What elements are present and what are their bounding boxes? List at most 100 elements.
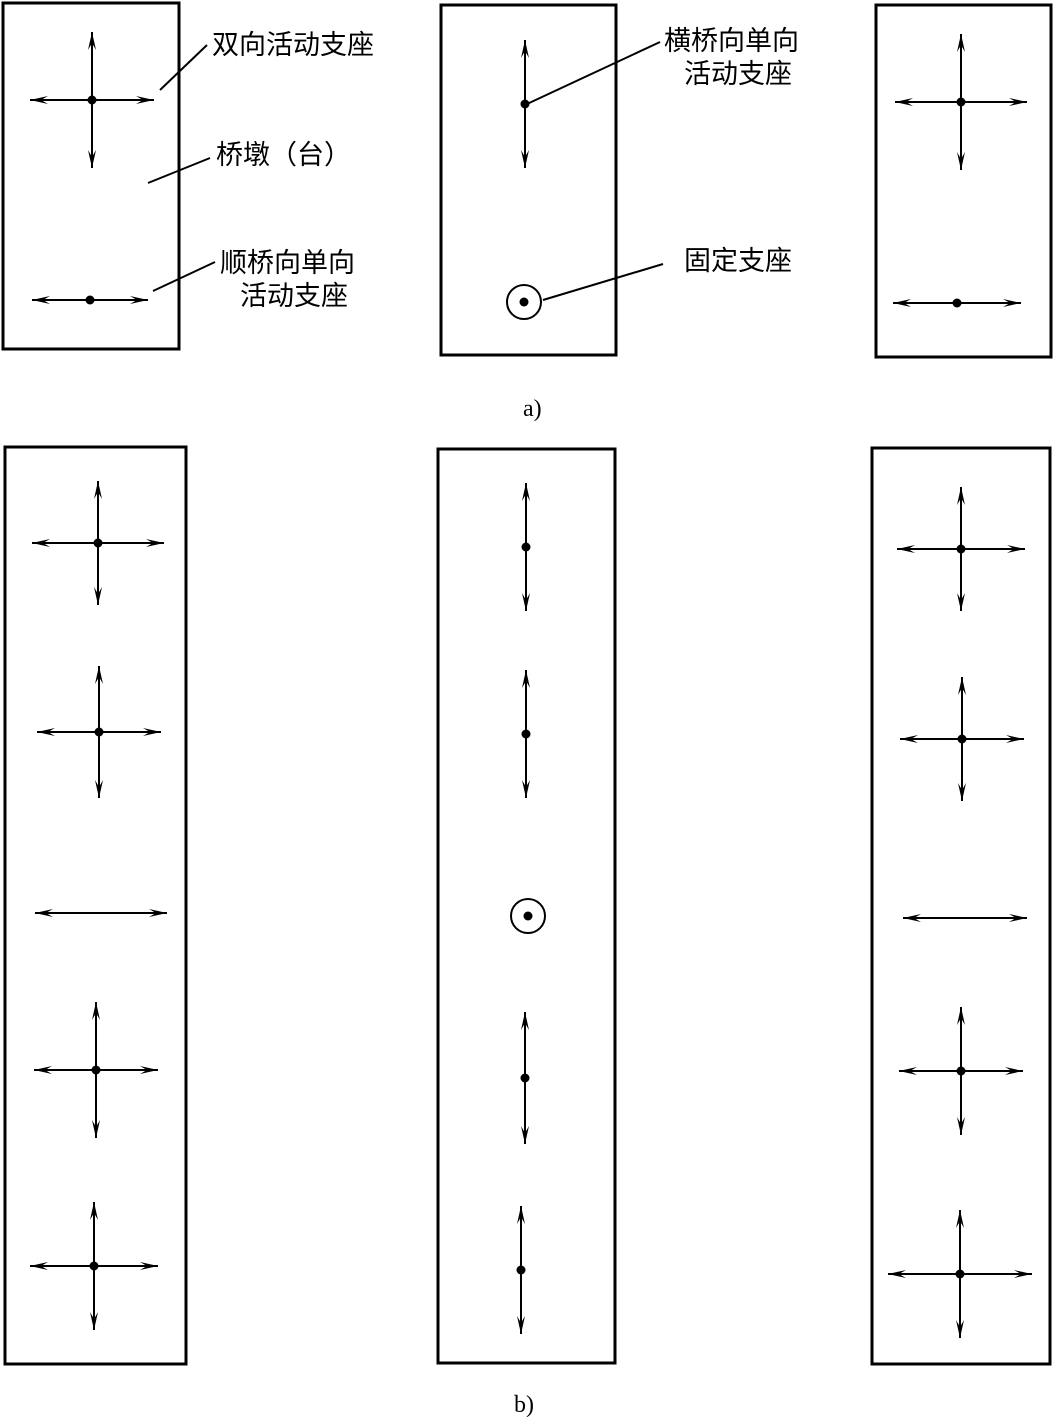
bidirectional-bearing-icon <box>899 1007 1023 1135</box>
pier-b-left <box>3 445 188 1366</box>
bearing-dot <box>516 1265 526 1275</box>
leader-line <box>159 44 208 91</box>
pier-a-middle <box>439 3 618 357</box>
arrowhead <box>522 483 530 501</box>
leader-line <box>147 157 211 184</box>
arrowhead <box>37 728 55 736</box>
arrowhead <box>34 1066 52 1074</box>
bearing-dot <box>957 734 967 744</box>
arrowhead <box>1014 1270 1032 1278</box>
arrowhead <box>90 1202 98 1220</box>
arrowhead <box>903 914 921 922</box>
bidirectional-bearing-icon <box>897 487 1025 611</box>
leader-line <box>526 41 661 105</box>
arrowhead <box>94 481 102 499</box>
fixed-bearing-icon <box>506 284 542 320</box>
bidirectional-bearing-icon <box>37 666 161 798</box>
arrowhead <box>1009 98 1027 106</box>
arrowhead <box>956 1210 964 1228</box>
bearing-dot <box>85 295 95 305</box>
arrowhead <box>32 539 50 547</box>
arrowhead <box>1006 735 1024 743</box>
arrowhead <box>94 587 102 605</box>
arrowhead <box>521 1126 529 1144</box>
arrowhead <box>88 150 96 168</box>
arrowhead <box>140 1066 158 1074</box>
arrowhead <box>95 780 103 798</box>
bidirectional-bearing-icon <box>895 34 1027 170</box>
fixed-ring <box>510 898 546 934</box>
figure-a: 双向活动支座 桥墩（台） 顺桥向单向 活动支座 横桥向单向 活动支座 固定支座 … <box>1 1 1053 422</box>
bidirectional-bearing-icon <box>34 1002 158 1138</box>
arrowhead <box>88 32 96 50</box>
arrowhead <box>957 1117 965 1135</box>
arrowhead <box>522 780 530 798</box>
arrowhead <box>522 593 530 611</box>
pier-a-right <box>874 3 1053 359</box>
transverse-bearing-icon <box>521 483 531 611</box>
arrowhead <box>893 299 911 307</box>
label-transverse-bearing-line2: 活动支座 <box>684 59 792 90</box>
caption-a: a) <box>523 396 542 422</box>
label-pier: 桥墩（台） <box>216 140 351 171</box>
leader-line <box>152 261 216 292</box>
arrowhead <box>146 539 164 547</box>
arrowhead <box>958 783 966 801</box>
arrowhead <box>1007 545 1025 553</box>
arrowhead <box>957 487 965 505</box>
transverse-bearing-icon <box>520 1012 530 1144</box>
bearing-dot <box>87 95 97 105</box>
bearing-dot <box>520 99 530 109</box>
label-longitudinal-bearing-line2: 活动支座 <box>240 281 348 312</box>
arrowhead <box>521 150 529 168</box>
label-bidirectional-bearing: 双向活动支座 <box>212 30 374 61</box>
arrowhead <box>95 666 103 684</box>
pier-b-right <box>870 446 1052 1366</box>
arrowhead <box>140 1262 158 1270</box>
pier-a-left <box>1 1 181 351</box>
arrowhead <box>521 40 529 58</box>
figure-b: b) <box>3 445 1052 1418</box>
label-longitudinal-bearing-line1: 顺桥向单向 <box>220 248 355 279</box>
longitudinal-bearing-icon <box>893 298 1021 308</box>
bearing-dot <box>956 97 966 107</box>
bearing-dot <box>93 538 103 548</box>
arrowhead <box>92 1120 100 1138</box>
arrowhead <box>32 296 50 304</box>
bearing-dot <box>89 1261 99 1271</box>
fixed-ring <box>506 284 542 320</box>
arrowhead <box>1009 914 1027 922</box>
longitudinal-bearing-icon <box>35 909 167 917</box>
arrowhead <box>521 1012 529 1030</box>
leader-line <box>542 263 664 301</box>
arrowhead <box>1005 1067 1023 1075</box>
arrowhead <box>522 670 530 688</box>
transverse-bearing-icon <box>520 40 530 168</box>
bidirectional-bearing-icon <box>888 1210 1032 1338</box>
arrowhead <box>957 152 965 170</box>
bearing-dot <box>952 298 962 308</box>
bidirectional-bearing-icon <box>900 677 1024 801</box>
arrowhead <box>895 98 913 106</box>
bearing-dot <box>956 1066 966 1076</box>
arrowhead <box>136 96 154 104</box>
arrowhead <box>517 1316 525 1334</box>
arrowhead <box>957 593 965 611</box>
bearing-dot <box>521 729 531 739</box>
bearing-dot <box>955 1269 965 1279</box>
arrowhead <box>899 1067 917 1075</box>
arrowhead <box>90 1312 98 1330</box>
arrowhead <box>30 1262 48 1270</box>
bearing-dot <box>520 1073 530 1083</box>
arrowhead <box>1003 299 1021 307</box>
pier-b-middle <box>436 447 617 1365</box>
bearing-dot <box>521 542 531 552</box>
arrowhead <box>956 1320 964 1338</box>
longitudinal-bearing-icon <box>903 914 1027 922</box>
caption-b: b) <box>514 1392 534 1418</box>
arrowhead <box>130 296 148 304</box>
arrowhead <box>957 34 965 52</box>
label-transverse-bearing-line1: 横桥向单向 <box>664 26 799 57</box>
transverse-bearing-icon <box>516 1206 526 1334</box>
